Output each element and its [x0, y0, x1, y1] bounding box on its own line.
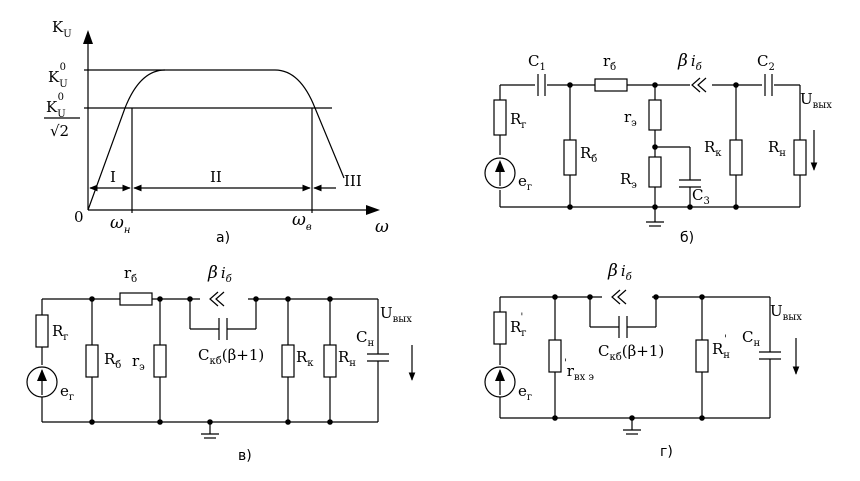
origin-label: 0 [74, 208, 84, 226]
resistor-rb-b [563, 139, 577, 176]
label-eg-d: eг [518, 382, 532, 403]
resistor-rn-prime-d [695, 339, 709, 373]
label-c3-b: C3 [692, 186, 710, 207]
label-rg-prime-d: Rг' [510, 312, 527, 339]
resistor-rg-b [493, 99, 507, 136]
label-rb-b: rб [603, 52, 616, 73]
resistor-rk-c [281, 344, 295, 378]
label-re-small-b: rэ [624, 108, 637, 129]
k-max-label: KU0 [48, 62, 68, 90]
omega-high-label: ωв [292, 210, 312, 233]
resistor-re-c [153, 344, 167, 378]
label-rb-res-b: Rб [580, 144, 597, 165]
label-rg-c: Rг [52, 322, 69, 343]
label-cn-d: Cн [742, 328, 760, 349]
label-c2-b: C2 [757, 52, 775, 73]
label-rk-c: Rк [296, 348, 314, 369]
response-curve [87, 69, 345, 211]
label-u-out-b: Uвых [800, 90, 832, 111]
label-r-in-d: rвх э' [564, 358, 594, 383]
resistor-rk-b [729, 139, 743, 176]
y-axis-arrow [83, 30, 93, 44]
current-source-d [611, 289, 627, 305]
caption-c: в) [238, 448, 252, 464]
x-axis-arrow [366, 205, 380, 215]
label-ckb-d: Cкб(β+1) [598, 342, 664, 363]
frequency-response-plot: KU KU0 KU0 √2 0 ω ωн ωв I II III а) [44, 18, 389, 246]
resistor-rg-prime-d [493, 311, 507, 345]
label-rk-b: Rк [704, 138, 722, 159]
caption-d: г) [660, 444, 673, 460]
label-rn-b: Rн [768, 138, 786, 159]
x-axis-label: ω [375, 217, 389, 237]
resistor-rn-b [793, 139, 807, 176]
label-rg-b: Rг [510, 110, 527, 131]
current-source-c [209, 291, 225, 307]
label-re-c: rэ [132, 352, 145, 373]
region-iii-label: III [344, 172, 362, 190]
resistor-r-in-d [548, 339, 562, 373]
label-eg-b: eг [518, 172, 532, 193]
omega-low-label: ωн [110, 213, 130, 236]
region-i-label: I [110, 168, 116, 186]
label-u-out-d: Uвых [770, 302, 802, 323]
label-u-out-c: Uвых [380, 304, 412, 325]
resistor-rn-c [323, 344, 337, 378]
y-axis-label: KU [52, 18, 72, 40]
resistor-re-small-b [648, 99, 662, 131]
label-re-big-b: Rэ [620, 170, 637, 191]
label-rb-res-c: Rб [104, 350, 121, 371]
label-rn-prime-d: Rн' [712, 334, 730, 361]
k-cut-label: KU0 [46, 92, 66, 120]
k-cut-denominator: √2 [50, 122, 69, 140]
label-cn-c: Cн [356, 328, 374, 349]
label-c1-b: C1 [528, 52, 546, 73]
label-eg-c: eг [60, 382, 74, 403]
resistor-rb-c [85, 344, 99, 378]
caption-b: б) [680, 230, 694, 246]
current-source-b [691, 77, 707, 93]
caption-a: а) [216, 230, 230, 246]
resistor-re-big-b [648, 156, 662, 188]
label-rb-c: rб [124, 264, 137, 285]
label-ckb-c: Cкб(β+1) [198, 346, 264, 367]
label-rn-c: Rн [338, 348, 356, 369]
resistor-rg-c [35, 314, 49, 348]
region-ii-label: II [210, 168, 222, 186]
resistor-rb-series-c [119, 292, 153, 306]
